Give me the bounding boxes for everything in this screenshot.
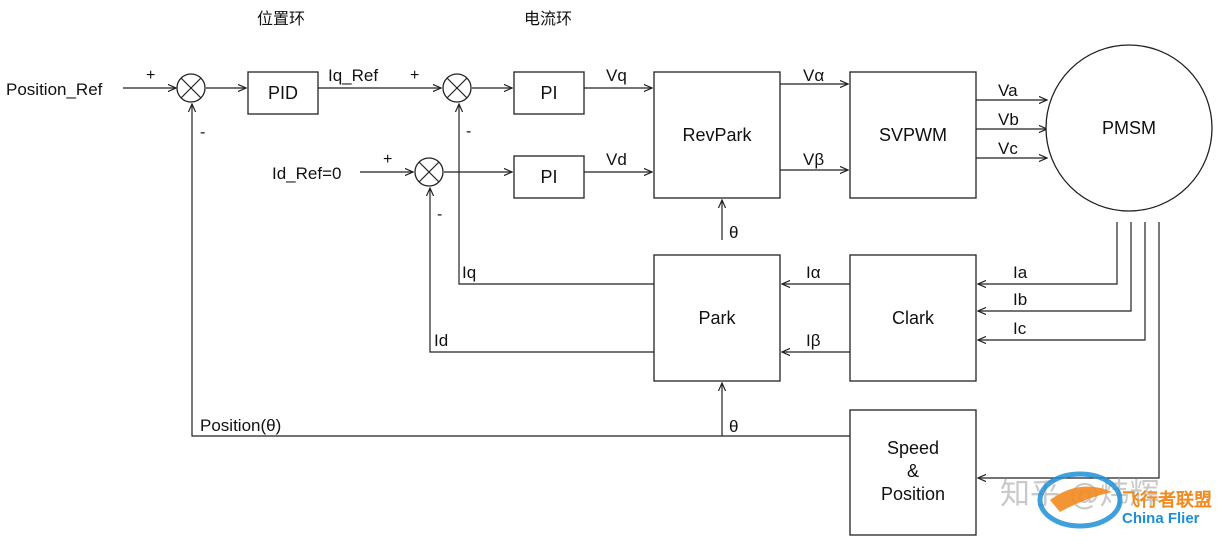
pmsm-motor: PMSM [1045, 44, 1213, 212]
summing-junction-iq [442, 73, 472, 103]
china-flier-logo-icon [1037, 471, 1123, 529]
clark-block-label: Clark [892, 308, 935, 328]
position-theta-label: Position(θ) [200, 416, 281, 435]
pmsm-label: PMSM [1102, 118, 1156, 138]
brand-en-watermark: China Flier [1122, 510, 1200, 527]
sum2-minus-sign: - [466, 123, 471, 140]
theta-revpark-label: θ [729, 223, 738, 242]
park-block-label: Park [698, 308, 736, 328]
sum3-minus-sign: - [437, 206, 442, 223]
speed-position-block: Speed & Position [849, 409, 977, 536]
sum3-plus-sign: + [383, 151, 392, 168]
ia-label: Ia [1013, 263, 1028, 282]
iq-ref-label: Iq_Ref [328, 66, 378, 85]
v-alpha-label: Vα [803, 66, 824, 85]
signal-wires [123, 84, 1160, 478]
summing-junction-id [414, 157, 444, 187]
sum1-minus-sign: - [200, 124, 205, 141]
i-alpha-label: Iα [806, 263, 821, 282]
i-beta-label: Iβ [806, 331, 821, 350]
position-loop-header: 位置环 [257, 9, 305, 28]
speed-position-label-line3: Position [881, 484, 945, 504]
id-ref-label: Id_Ref=0 [272, 164, 341, 183]
revpark-block-label: RevPark [682, 125, 752, 145]
current-loop-header: 电流环 [524, 9, 572, 28]
speed-position-label-line1: Speed [887, 438, 939, 458]
vd-label: Vd [606, 150, 627, 169]
pi-q-block-label: PI [540, 83, 557, 103]
svpwm-block: SVPWM [849, 71, 977, 199]
ic-label: Ic [1013, 319, 1027, 338]
va-label: Va [998, 81, 1018, 100]
speed-position-label-line2: & [907, 461, 919, 481]
vb-label: Vb [998, 110, 1019, 129]
pid-block-label: PID [268, 83, 298, 103]
vc-label: Vc [998, 139, 1018, 158]
pi-d-block-label: PI [540, 167, 557, 187]
pid-block: PID [247, 71, 319, 115]
park-block: Park [653, 254, 781, 382]
vq-label: Vq [606, 66, 627, 85]
watermark: 知乎 @炜辉 飞行者联盟 China Flier [1000, 471, 1212, 529]
revpark-block: RevPark [653, 71, 781, 199]
sum2-plus-sign: + [410, 67, 419, 84]
sum1-plus-sign: + [146, 67, 155, 84]
summing-junction-position [176, 73, 206, 103]
ib-label: Ib [1013, 290, 1027, 309]
brand-cn-watermark: 飞行者联盟 [1122, 489, 1212, 511]
iq-feedback-label: Iq [462, 263, 476, 282]
pi-q-block: PI [513, 71, 585, 115]
v-beta-label: Vβ [803, 150, 824, 169]
svpwm-block-label: SVPWM [879, 125, 947, 145]
clark-block: Clark [849, 254, 977, 382]
pi-d-block: PI [513, 155, 585, 199]
position-ref-label: Position_Ref [6, 80, 103, 99]
id-feedback-label: Id [434, 331, 448, 350]
theta-park-label: θ [729, 417, 738, 436]
